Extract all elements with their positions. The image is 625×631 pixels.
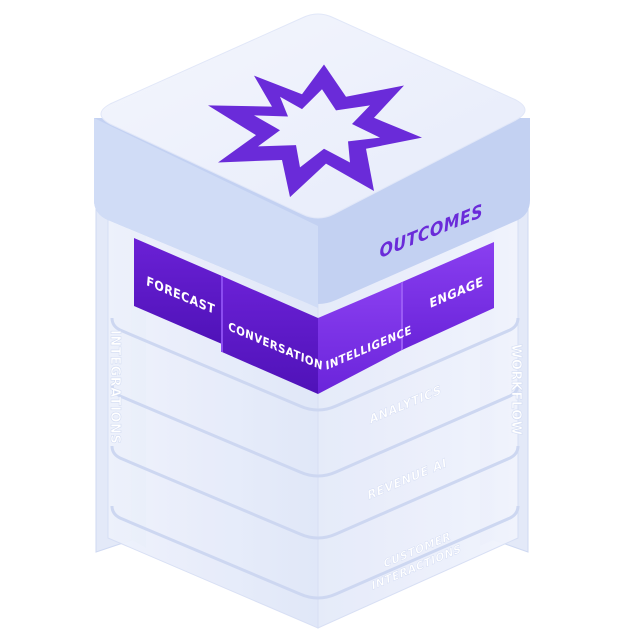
layer-separators bbox=[110, 317, 520, 600]
conversation-module bbox=[222, 276, 318, 394]
pillar-label-workflow: WORKFLOW bbox=[508, 344, 523, 436]
outcomes-block bbox=[94, 13, 530, 308]
star-burst-logo-icon bbox=[208, 64, 422, 198]
forecast-module bbox=[134, 238, 222, 344]
purple-modules bbox=[134, 238, 494, 394]
pillar-label-integrations: INTEGRATIONS bbox=[107, 330, 122, 444]
intelligence-module bbox=[318, 282, 402, 394]
engage-module bbox=[402, 242, 494, 350]
